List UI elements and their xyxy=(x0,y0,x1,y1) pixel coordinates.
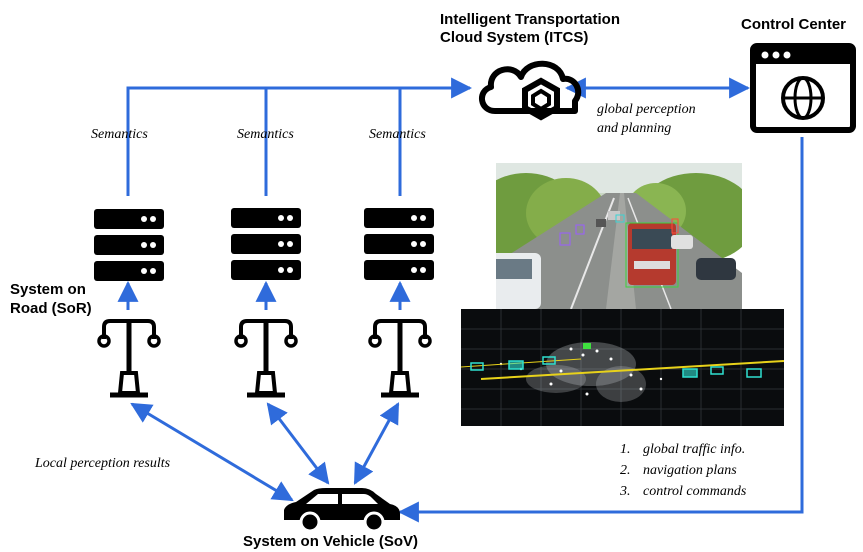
street-sensor-icon xyxy=(234,319,298,398)
global-perception-label-line1: global perception xyxy=(597,102,696,117)
server-icon xyxy=(364,208,434,280)
sor-title-line2: Road (SoR) xyxy=(10,300,92,317)
semantics-label-3: Semantics xyxy=(369,127,426,142)
sensor-vehicle-link-2 xyxy=(266,402,330,485)
sov-title: System on Vehicle (SoV) xyxy=(243,533,418,550)
itcs-title-line1: Intelligent Transportation xyxy=(440,11,620,28)
sensor-vehicle-link-1 xyxy=(130,402,294,502)
server-icon xyxy=(231,208,301,280)
info-list-item-1: global traffic info. xyxy=(643,442,745,457)
street-sensor-icon xyxy=(97,319,161,398)
control-to-vehicle-line xyxy=(397,137,804,523)
local-perception-label: Local perception results xyxy=(34,456,171,471)
car-icon xyxy=(284,488,400,533)
semantics-label-1: Semantics xyxy=(91,127,148,142)
global-perception-label-line2: and planning xyxy=(597,121,671,136)
semantics-bus-line xyxy=(126,77,473,196)
browser-globe-icon xyxy=(750,43,856,133)
itcs-title-line2: Cloud System (ITCS) xyxy=(440,29,588,46)
sor-title-line1: System on xyxy=(10,281,86,298)
server-icon xyxy=(94,209,164,281)
info-list-item-2: navigation plans xyxy=(643,463,737,478)
control-center-title: Control Center xyxy=(741,16,846,33)
lidar-point-cloud-image xyxy=(461,309,784,426)
info-list-num-3: 3. xyxy=(619,484,631,499)
info-list-num-1: 1. xyxy=(620,442,631,457)
traffic-camera-image xyxy=(496,163,742,309)
sensor-vehicle-link-3 xyxy=(353,402,400,485)
connectors xyxy=(117,77,804,523)
street-sensor-icon xyxy=(368,319,432,398)
info-list-num-2: 2. xyxy=(620,463,631,478)
info-list-item-3: control commands xyxy=(643,484,747,499)
semantics-label-2: Semantics xyxy=(237,127,294,142)
cloud-icon xyxy=(479,60,582,121)
